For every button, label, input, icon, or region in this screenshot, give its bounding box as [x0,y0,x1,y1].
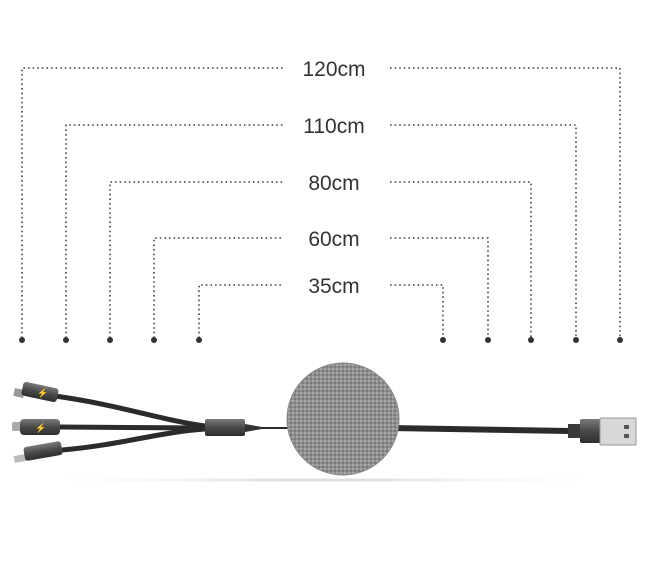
lightning-connector [13,441,63,463]
length-bracket: 60cm [151,228,491,343]
bracket-right-line [390,284,444,338]
bracket-right-line [390,124,577,338]
length-label: 110cm [303,115,364,138]
splitter-housing [205,419,245,436]
bracket-endpoint-dot [107,337,113,343]
lightning-bolt-icon: ⚡ [35,422,46,434]
cable-product-image: ⚡ ⚡ [12,362,637,483]
bracket-left-line [153,237,283,338]
length-bracket: 35cm [196,275,446,343]
length-label: 80cm [308,172,359,195]
lightning-bolt-icon: ⚡ [37,387,48,399]
bracket-endpoint-dot [528,337,534,343]
length-bracket: 110cm [63,115,579,343]
bracket-left-line [65,124,283,338]
usb-a-plug [599,417,637,446]
length-label: 60cm [308,228,359,251]
length-label: 120cm [302,58,365,81]
main-cable [389,425,571,434]
bracket-right-line [390,237,489,338]
length-bracket: 120cm [19,58,623,343]
bracket-endpoint-dot [151,337,157,343]
bracket-endpoint-dot [19,337,25,343]
usb-a-housing [580,419,602,443]
bracket-endpoint-dot [573,337,579,343]
branch-cable-lightning [61,426,206,453]
bracket-left-line [109,181,283,338]
bracket-endpoint-dot [63,337,69,343]
bracket-left-line [21,67,283,338]
bracket-endpoint-dot [196,337,202,343]
micro-usb-connector: ⚡ [13,381,59,403]
retractable-reel [286,362,400,476]
length-label: 35cm [308,275,359,298]
bracket-endpoint-dot [617,337,623,343]
shadow [13,477,633,483]
length-bracket: 80cm [107,172,534,343]
bracket-left-line [198,284,283,338]
bracket-right-line [390,67,621,338]
bracket-right-line [390,181,532,338]
usb-c-connector: ⚡ [12,419,60,435]
bracket-endpoint-dot [440,337,446,343]
branch-cable-usb-c [57,424,206,431]
bracket-endpoint-dot [485,337,491,343]
branch-cable-micro-usb [54,393,206,429]
